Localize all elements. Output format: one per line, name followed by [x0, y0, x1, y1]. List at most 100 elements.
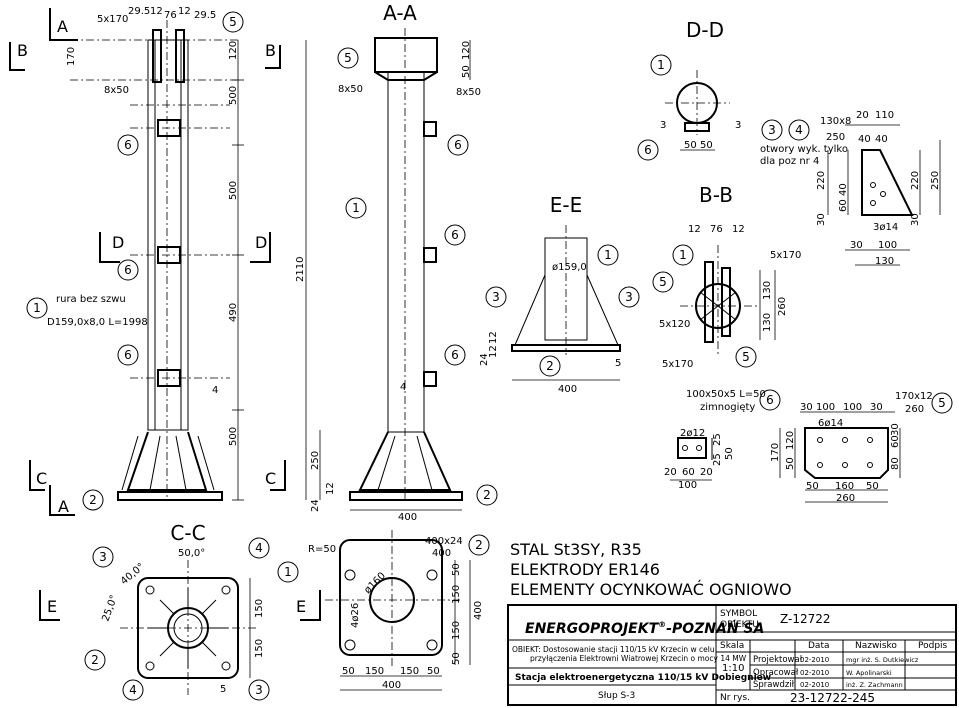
dim-label: 76	[164, 10, 177, 21]
dim-label: 50	[342, 666, 355, 677]
date-value: 02-2010	[800, 669, 829, 677]
dim-label: 5x170	[770, 250, 801, 261]
angle-note: zimnogięty	[700, 402, 755, 413]
base-plate	[325, 530, 471, 691]
dim-label: 250	[310, 451, 321, 470]
note-steel: STAL St3SY, R35	[510, 540, 642, 559]
position-numbers: 5 5 6 6 1 6 6 1 6 6 2 2 1 6 3 4 1 3 3 2 …	[33, 15, 946, 697]
person-name: inż. Z. Zachmann	[846, 681, 903, 689]
dim-label: 130	[762, 281, 773, 300]
weld-label: 4	[212, 385, 218, 396]
pos-6-label: 6	[124, 138, 132, 152]
pos-3-label: 3	[255, 683, 263, 697]
dim-label: 400	[432, 548, 451, 559]
dim-label: 150	[254, 639, 265, 658]
dim-label: 12	[178, 6, 191, 17]
hole-label: 4ø26	[350, 603, 361, 628]
section-labels: A-A D-D E-E B-B C-C A A B B D D C C E E	[17, 1, 733, 616]
angle-detail-labels: 100x50x5 L=50 zimnogięty 2ø12 20 60 20 1…	[664, 389, 766, 491]
dim-label: 25	[712, 433, 723, 446]
side-view	[70, 20, 244, 501]
section-bb-label: B-B	[699, 183, 733, 207]
dim-label: 100	[843, 402, 862, 413]
dim-label: ø159,0	[552, 262, 587, 273]
dim-label: 50	[451, 563, 462, 576]
dim-label: 150	[451, 621, 462, 640]
pos-1-label: 1	[679, 248, 687, 262]
dim-label: 30	[850, 240, 863, 251]
plate-spec: 400x24	[425, 536, 463, 547]
dim-label: 5x170	[97, 14, 128, 25]
name-header: Nazwisko	[855, 641, 897, 651]
pos-3-label: 3	[492, 290, 500, 304]
pos-5-label: 5	[659, 275, 667, 289]
section-c-mark-left: C	[36, 469, 47, 488]
base-plate-labels: R=50 400x24 400 ø160 4ø26 50 150 150 50 …	[308, 536, 484, 691]
pos-5-label: 5	[938, 396, 946, 410]
dim-label: 150	[365, 666, 384, 677]
pos-6-label: 6	[644, 143, 652, 157]
object-label: OBIEKTU:	[720, 620, 762, 630]
pos-4-label: 4	[129, 683, 137, 697]
section-b-mark-left: B	[17, 41, 28, 60]
section-b-mark-right: B	[265, 41, 276, 60]
rib-detail	[827, 124, 941, 266]
general-notes: STAL St3SY, R35 ELEKTRODY ER146 ELEMENTY…	[510, 540, 792, 599]
title-block	[507, 604, 957, 706]
view-ee-dims: ø159,0 12 12 24 400 5	[479, 262, 621, 395]
dim-label: 50	[461, 65, 472, 78]
section-a-mark-bottom: A	[58, 497, 69, 516]
pos-2-label: 2	[89, 493, 97, 507]
dim-label: 400	[473, 601, 484, 620]
dim-label: 60	[682, 467, 695, 478]
role-label: Sprawdził	[753, 680, 795, 690]
dim-label: 50	[724, 447, 735, 460]
rib-detail-labels: 130x8 250 20 110 40 40 otwory wyk. tylko…	[760, 110, 941, 267]
dim-label: 400	[398, 512, 417, 523]
dim-label: 100	[816, 402, 835, 413]
dim-label: 30	[870, 402, 883, 413]
symbol-label: SYMBOL	[720, 609, 757, 619]
dim-label: 12	[732, 224, 745, 235]
dim-label: 150	[451, 585, 462, 604]
rib-note: dla poz nr 4	[760, 156, 819, 167]
dim-label: 5x170	[662, 359, 693, 370]
pos-5-label: 5	[742, 350, 750, 364]
side-view-dims: 5x170 29.5 12 76 12 29.5 170 8x50 120 50…	[47, 6, 306, 446]
dim-label: 250	[930, 171, 941, 190]
dim-label: 30	[816, 213, 827, 226]
section-c-mark-right: C	[265, 469, 276, 488]
dim-label: 220	[910, 171, 921, 190]
position-bubbles	[26, 11, 953, 701]
view-ee	[511, 225, 621, 381]
pos-6-label: 6	[454, 138, 462, 152]
view-cc-labels: 50,0° 40,0° 25,0° 150 150 5	[100, 548, 265, 695]
dim-label: 500	[228, 181, 239, 200]
angle-label: 25,0°	[100, 594, 120, 623]
drawing-title: Słup S-3	[598, 691, 635, 701]
dim-label: 8x50	[338, 84, 363, 95]
dim-label: 130	[875, 256, 894, 267]
scale-value: 1:10	[722, 663, 744, 674]
dim-label: 24	[479, 353, 490, 366]
dim-label: 8x50	[104, 85, 129, 96]
dim-label: 50	[451, 652, 462, 665]
view-cc	[120, 560, 256, 695]
plate-spec: 170x12	[895, 391, 933, 402]
angle-holes: 2ø12	[680, 428, 705, 439]
dim-label: 60	[838, 199, 849, 212]
angle-detail	[670, 437, 713, 481]
dim-label: 12	[325, 482, 336, 495]
scale-header: Skala	[720, 641, 744, 651]
dim-label: 12	[150, 6, 163, 17]
view-dd-dims: 3 3 50 50	[660, 120, 741, 151]
dim-label: 12	[488, 331, 499, 344]
pos-1-label: 1	[352, 201, 360, 215]
pos-2-label: 2	[475, 538, 483, 552]
rib-spec: 130x8	[820, 116, 851, 127]
dim-label: 20	[856, 110, 869, 121]
pos-1-label: 1	[284, 565, 292, 579]
pos-3-label: 3	[99, 550, 107, 564]
dim-label: 500	[228, 427, 239, 446]
dim-label: 30	[800, 402, 813, 413]
